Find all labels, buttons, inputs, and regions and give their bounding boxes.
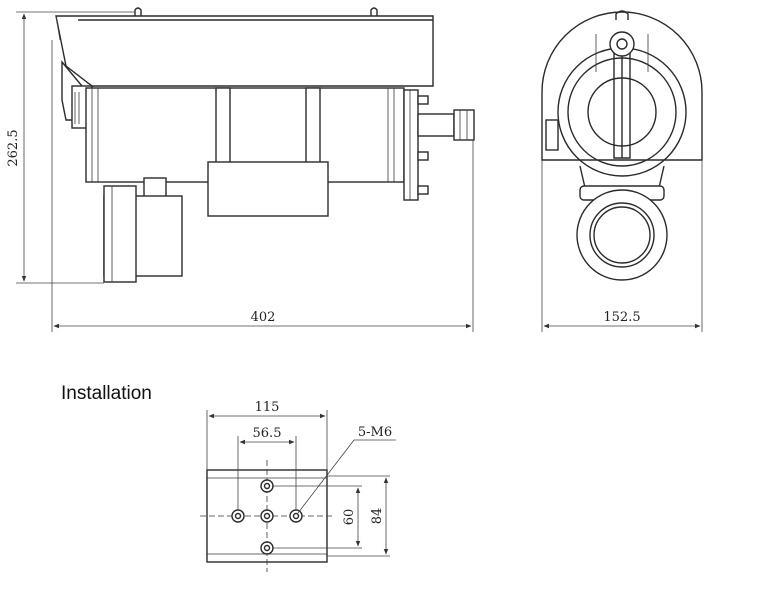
plate-width-label: 115 <box>255 400 280 415</box>
mount-hole <box>260 479 274 493</box>
mount-hole <box>289 509 303 523</box>
front-dimensions: 152.5 <box>541 160 703 332</box>
plate-height-label: 84 <box>370 508 385 525</box>
side-dimensions: 262.5 402 <box>6 11 474 332</box>
hole-spec-label: 5-M6 <box>358 425 392 440</box>
mount-hole <box>260 509 274 523</box>
side-view <box>55 7 475 283</box>
mount-dimensions: 115 56.5 5-M6 60 84 <box>206 400 396 557</box>
length-dimension-label: 402 <box>251 310 276 325</box>
mount-plate <box>200 460 334 572</box>
mount-hole <box>231 509 245 523</box>
mount-hole <box>260 541 274 555</box>
hole-height-label: 60 <box>342 509 357 526</box>
hole-span-label: 56.5 <box>253 426 282 441</box>
installation-heading: Installation <box>61 383 152 404</box>
front-view <box>541 10 703 281</box>
width-dimension-label: 152.5 <box>603 310 640 325</box>
height-dimension-label: 262.5 <box>6 129 21 166</box>
